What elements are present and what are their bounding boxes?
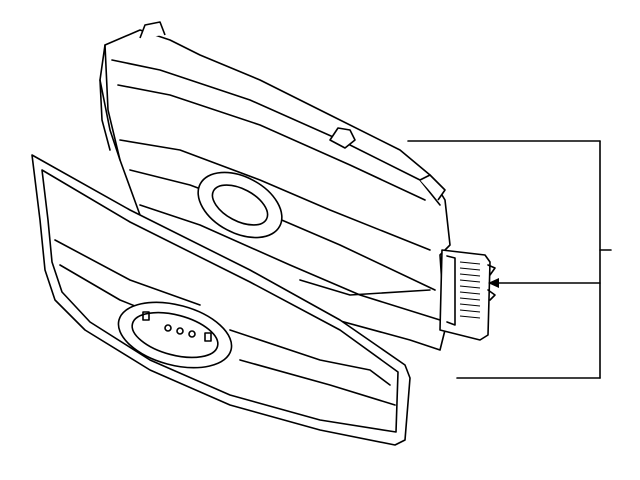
logo-recess	[117, 301, 233, 369]
logo-mount	[197, 171, 283, 239]
callout-leader	[407, 140, 612, 379]
grille-insert	[439, 249, 496, 341]
grille-bezel	[31, 154, 411, 446]
arrowhead-icon	[488, 278, 499, 288]
grille-assembly	[99, 21, 496, 351]
